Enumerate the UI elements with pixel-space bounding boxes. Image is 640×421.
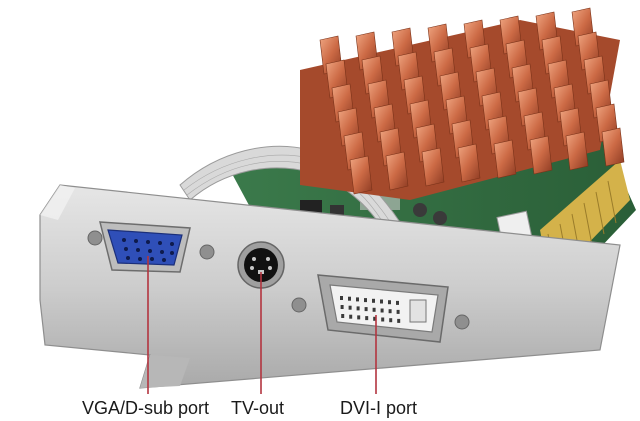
dvi-pin [364, 298, 367, 303]
vga-port-label: VGA/D-sub port [82, 398, 210, 418]
dvi-pin [372, 298, 375, 303]
dvi-pin [396, 309, 400, 314]
dvi-pin [340, 305, 344, 309]
dvi-pin [397, 318, 401, 323]
dvi-pin [348, 296, 351, 301]
heatsink-fin [565, 131, 589, 171]
dvi-pin [388, 309, 392, 314]
tv-out-label: TV-out [231, 398, 285, 418]
heatsink-fin [601, 127, 625, 167]
dvi-port [317, 274, 449, 343]
dvi-pin [364, 307, 368, 312]
dvi-pin [381, 317, 385, 322]
dvi-pin [365, 316, 369, 321]
dvi-port-label: DVI-I port [340, 398, 418, 418]
heatsink-fin [493, 139, 517, 179]
dvi-pin [349, 314, 353, 319]
dvi-pin [340, 296, 343, 300]
dvi-pin [372, 307, 376, 312]
dvi-pin [373, 316, 377, 321]
dvi-pin [357, 315, 361, 320]
dvi-pin [396, 300, 399, 305]
dvi-pin [388, 300, 391, 305]
tv-out-port [237, 241, 285, 289]
dvi-pin [389, 318, 393, 323]
dvi-pin [348, 305, 352, 310]
dvi-pin [356, 297, 359, 302]
copper-heatsink [300, 7, 625, 200]
vga-port [99, 221, 191, 273]
dvi-pin [380, 299, 383, 304]
heatsink-fin [529, 135, 553, 175]
heatsink-fin [457, 143, 481, 183]
heatsink-fin [385, 151, 409, 191]
dvi-pin [341, 314, 345, 318]
dvi-pin [356, 306, 360, 311]
heatsink-fin [349, 155, 373, 195]
dvi-pin [380, 308, 384, 313]
heatsink-fin [421, 147, 445, 187]
